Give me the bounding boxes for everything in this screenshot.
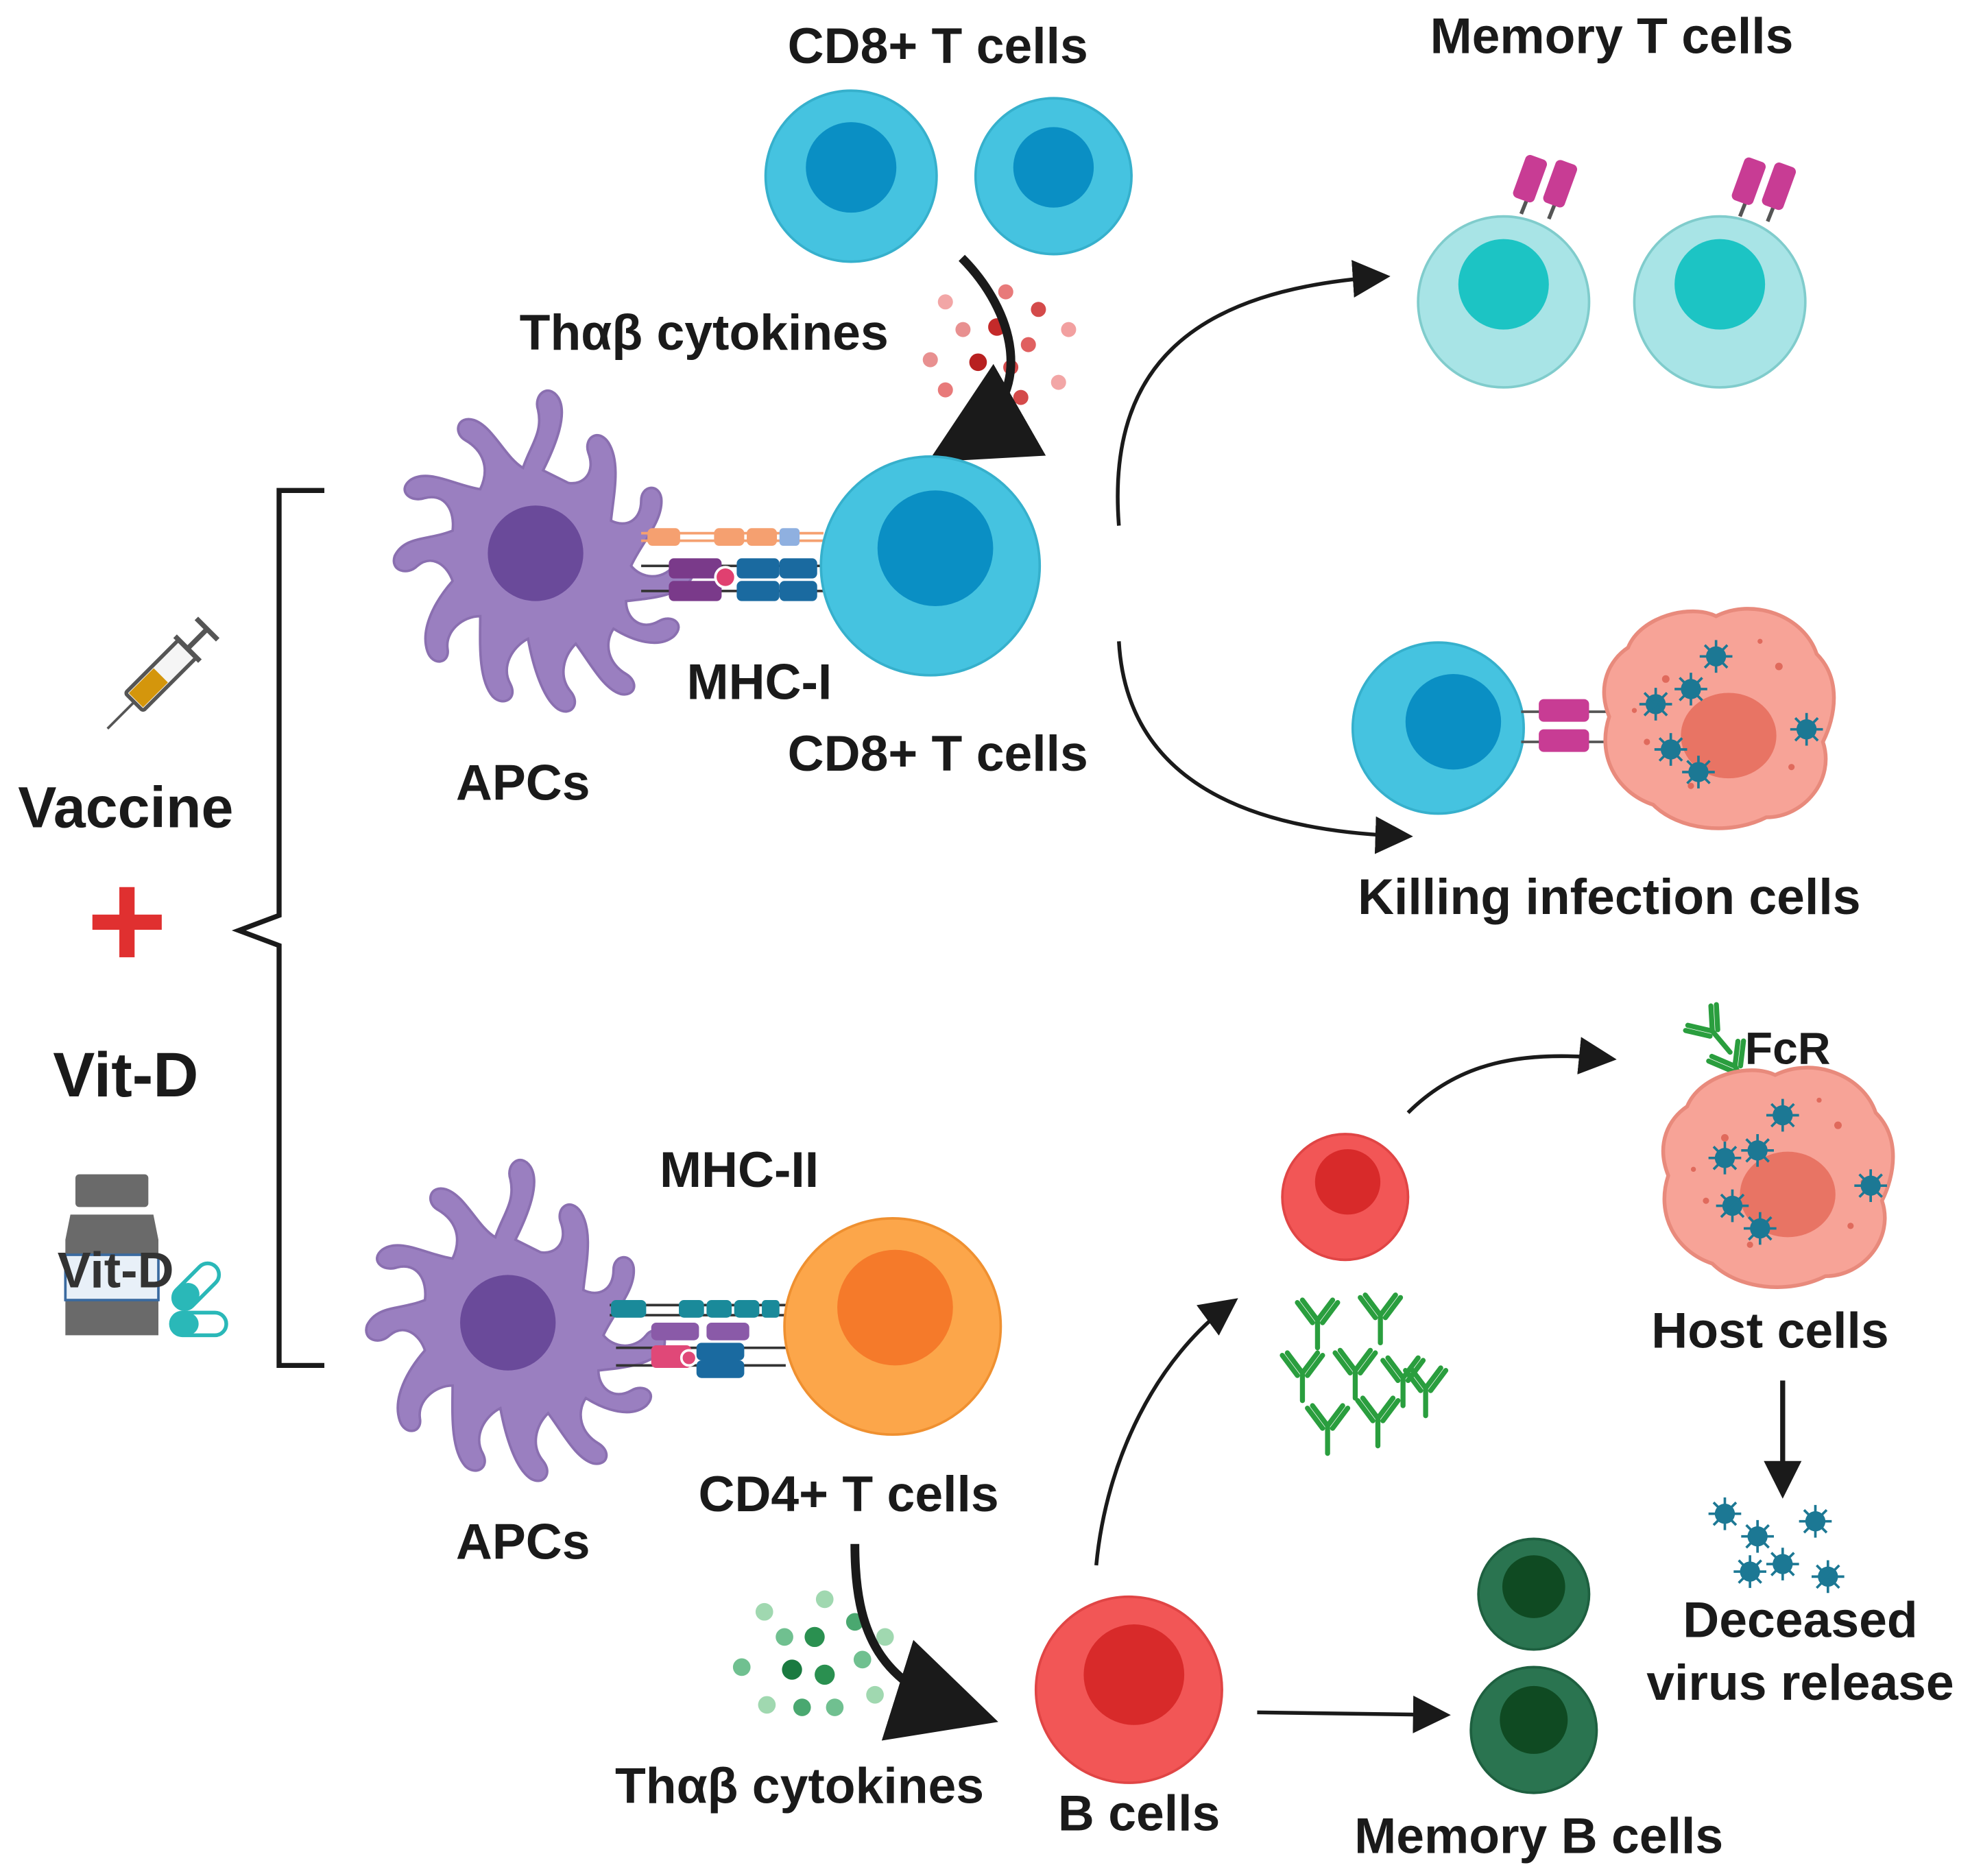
host-cell-infected xyxy=(1663,1068,1893,1287)
arrow-to-memory-t xyxy=(1116,260,1391,526)
tcr-mhc1-complex xyxy=(641,528,824,601)
arrow-plasma-to-host xyxy=(1406,1037,1617,1114)
mhc1-label: MHC-I xyxy=(686,654,832,710)
arrow-cytokines-to-cd8 xyxy=(928,254,1046,463)
memory-b-cell-1 xyxy=(1477,1537,1591,1651)
arrow-to-killing xyxy=(1117,641,1413,854)
antibodies-cluster xyxy=(1282,1295,1445,1454)
b-cells-label: B cells xyxy=(1058,1785,1220,1842)
b-cell xyxy=(1034,1595,1223,1784)
capsule-icon xyxy=(169,1261,228,1338)
arrow-cd4-to-b xyxy=(850,1543,998,1741)
memory-b-cell-2 xyxy=(1469,1665,1598,1794)
killing-label: Killing infection cells xyxy=(1358,869,1860,925)
syringe-icon xyxy=(106,616,220,730)
host-cells-label: Host cells xyxy=(1651,1303,1888,1359)
th-cytokines-top-label: Thαβ cytokines xyxy=(520,304,889,361)
vaccine-label: Vaccine xyxy=(18,775,233,840)
apcs-bottom-label: APCs xyxy=(456,1514,590,1570)
cytokines-bottom-dots xyxy=(732,1590,894,1716)
memory-t-cell-1 xyxy=(1417,155,1591,389)
vitd-bottle-icon: Vit-D xyxy=(58,1174,174,1336)
deceased-line2: virus release xyxy=(1646,1655,1954,1711)
plasma-cell xyxy=(1281,1133,1410,1262)
cd4-t-cell xyxy=(783,1217,1002,1436)
apc-top xyxy=(392,389,694,713)
cd8-top-label: CD8+ T cells xyxy=(788,18,1088,74)
vitd-bottle-label: Vit-D xyxy=(58,1242,174,1299)
memory-t-label: Memory T cells xyxy=(1430,8,1794,64)
cd8-mid-label: CD8+ T cells xyxy=(788,725,1088,782)
cd8-top-cell-2 xyxy=(974,97,1133,256)
left-bracket xyxy=(231,488,325,1369)
apcs-top-label: APCs xyxy=(456,754,590,810)
memory-t-cell-2 xyxy=(1633,157,1807,389)
th-cytokines-bottom-label: Thαβ cytokines xyxy=(615,1757,984,1814)
released-viruses xyxy=(1707,1496,1846,1595)
arrow-b-to-memory-b xyxy=(1257,1695,1451,1733)
cd8-mid-cell xyxy=(819,455,1042,677)
fcr-label: FcR xyxy=(1745,1022,1831,1073)
killer-t-cell xyxy=(1351,641,1525,815)
cd4-label: CD4+ T cells xyxy=(698,1466,998,1522)
cd8-top-cell-1 xyxy=(764,89,938,263)
deceased-line1: Deceased xyxy=(1683,1591,1917,1648)
arrow-b-to-plasma xyxy=(1094,1298,1238,1566)
mhc2-label: MHC-II xyxy=(660,1142,819,1198)
plus-sign: + xyxy=(86,843,167,998)
memory-b-label: Memory B cells xyxy=(1354,1808,1723,1864)
apc-bottom xyxy=(365,1158,666,1482)
tcr-mhc2-complex xyxy=(610,1300,817,1378)
vitd-label: Vit-D xyxy=(53,1040,198,1110)
killer-synapse xyxy=(1521,699,1622,752)
infected-cell-top xyxy=(1604,609,1834,828)
